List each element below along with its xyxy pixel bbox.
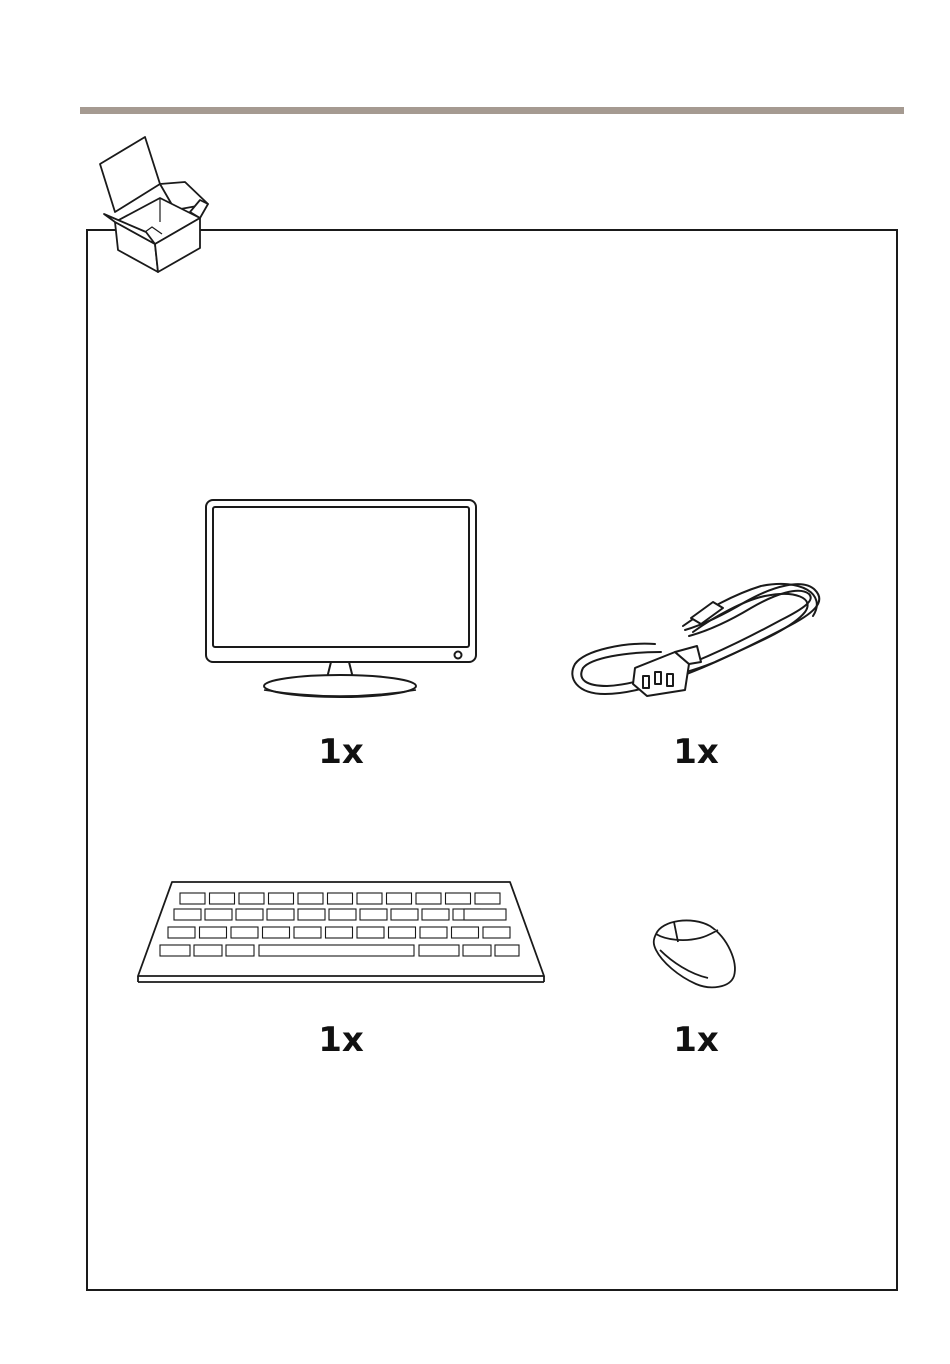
keyboard-key [446,893,471,904]
open-box-icon [90,132,216,276]
keyboard-key [194,945,222,956]
keyboard-key [329,909,356,920]
keyboard-key [357,893,382,904]
keyboard-key [226,945,254,956]
keyboard-key [231,927,258,938]
keyboard-key [239,893,264,904]
keyboard-key [420,927,447,938]
keyboard-key [475,893,500,904]
keyboard-key [387,893,412,904]
keyboard-key [452,927,479,938]
keyboard-key [389,927,416,938]
keyboard-key [267,909,294,920]
header-rule [80,107,904,114]
keyboard-key [259,945,414,956]
keyboard-key [294,927,321,938]
keyboard-key [416,893,441,904]
keyboard-key [463,945,491,956]
power-cord-icon [565,572,830,702]
keyboard-key [205,909,232,920]
keyboard-key [495,945,519,956]
keyboard-key [160,945,190,956]
keyboard-key [210,893,235,904]
package-contents-frame [86,229,898,1291]
keyboard-key [298,909,325,920]
keyboard-key [236,909,263,920]
power-cord-quantity: 1x [636,732,756,772]
keyboard-icon [134,878,546,988]
keyboard-key [180,893,205,904]
keyboard-key [391,909,418,920]
keyboard-key [326,927,353,938]
keyboard-key [328,893,353,904]
mouse-icon [648,916,740,992]
monitor-icon [200,496,482,704]
keyboard-key [174,909,201,920]
keyboard-key [263,927,290,938]
keyboard-key [269,893,294,904]
keyboard-key [464,909,506,920]
monitor-quantity: 1x [281,732,401,772]
keyboard-key [483,927,510,938]
mouse-quantity: 1x [636,1020,756,1060]
keyboard-quantity: 1x [281,1020,401,1060]
keyboard-key [357,927,384,938]
keyboard-key [200,927,227,938]
keyboard-key [419,945,459,956]
keyboard-key [360,909,387,920]
keyboard-key [168,927,195,938]
keyboard-key [298,893,323,904]
keyboard-key [422,909,449,920]
